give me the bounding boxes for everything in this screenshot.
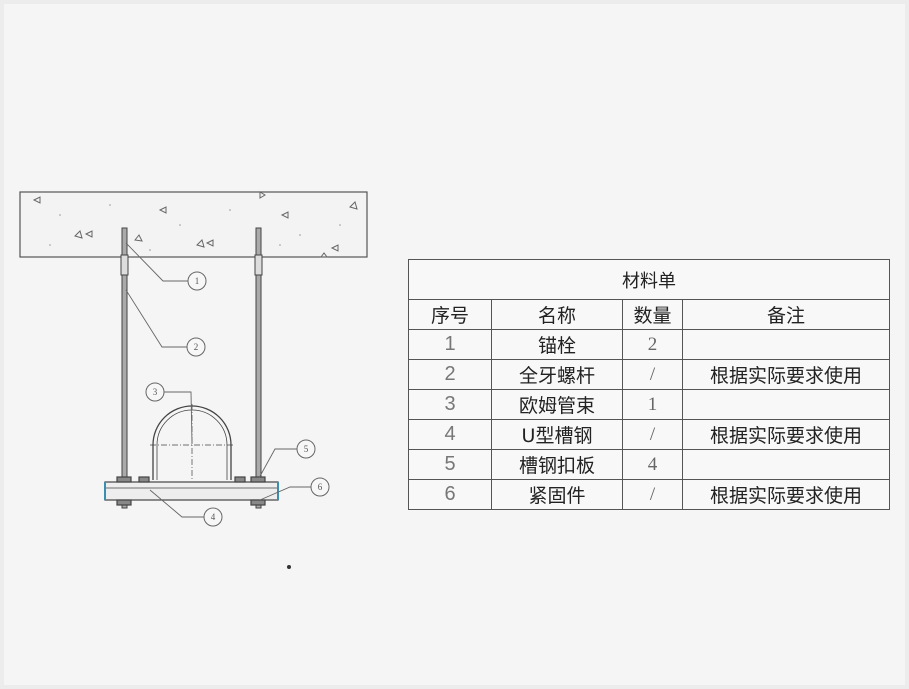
table-title: 材料单 (408, 259, 890, 300)
anchor-rods (120, 227, 263, 509)
header-name: 名称 (491, 299, 623, 330)
svg-text:6: 6 (318, 482, 323, 492)
concrete-slab (19, 191, 368, 258)
header-no: 序号 (408, 299, 492, 330)
table-header-row: 序号 名称 数量 备注 (408, 299, 890, 330)
callout-1: 1 (187, 271, 207, 291)
ink-dot (287, 565, 291, 569)
callout-3: 3 (145, 382, 165, 402)
svg-text:2: 2 (194, 342, 199, 352)
header-qty: 数量 (622, 299, 683, 330)
svg-text:5: 5 (304, 444, 309, 454)
callout-4: 4 (203, 507, 223, 527)
callout-leaders (125, 242, 311, 518)
svg-text:4: 4 (211, 512, 216, 522)
header-note: 备注 (682, 299, 890, 330)
callout-6: 6 (310, 477, 330, 497)
callout-2: 2 (186, 337, 206, 357)
u-channel (104, 476, 279, 506)
svg-text:3: 3 (153, 387, 158, 397)
svg-text:1: 1 (195, 276, 200, 286)
callout-5: 5 (296, 439, 316, 459)
